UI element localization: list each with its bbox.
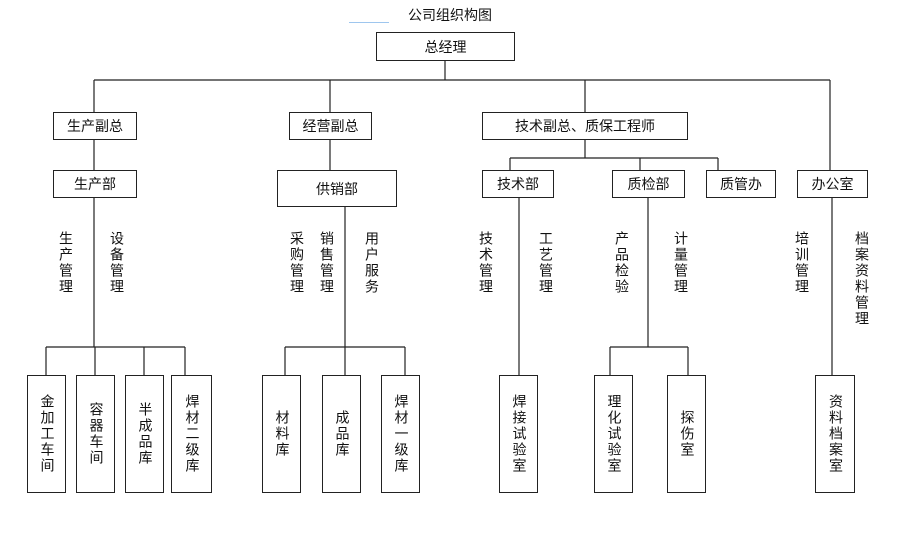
general-manager-box: 总经理: [376, 32, 515, 61]
production-dept-box: 生产部: [53, 170, 137, 198]
sales-dept-box: 供销部: [277, 170, 397, 207]
unit-box: 半成品库: [125, 375, 164, 493]
unit-box: 资料档案室: [815, 375, 855, 493]
function-label: 技术管理: [477, 231, 493, 295]
tech-vp-box: 技术副总、质保工程师: [482, 112, 688, 140]
function-label: 培训管理: [793, 231, 809, 295]
unit-box: 容器车间: [76, 375, 115, 493]
tech-dept-box: 技术部: [482, 170, 554, 198]
function-label: 工艺管理: [537, 231, 553, 295]
function-label: 销售管理: [318, 231, 334, 295]
unit-box: 焊材一级库: [381, 375, 420, 493]
function-label: 采购管理: [288, 231, 304, 295]
unit-box: 焊接试验室: [499, 375, 538, 493]
unit-box: 材料库: [262, 375, 301, 493]
business-vp-box: 经营副总: [289, 112, 372, 140]
function-label: 产品检验: [613, 231, 629, 295]
production-vp-box: 生产副总: [53, 112, 137, 140]
qc-dept-box: 质检部: [612, 170, 685, 198]
unit-box: 理化试验室: [594, 375, 633, 493]
unit-box: 金加工车间: [27, 375, 66, 493]
function-label: 档案资料管理: [853, 231, 869, 327]
unit-box: 焊材二级库: [171, 375, 212, 493]
unit-box: 探伤室: [667, 375, 706, 493]
chart-title: 公司组织构图: [408, 8, 492, 24]
title-underline: [349, 22, 389, 23]
admin-office-box: 办公室: [797, 170, 868, 198]
function-label: 用户服务: [363, 231, 379, 295]
unit-box: 成品库: [322, 375, 361, 493]
function-label: 设备管理: [108, 231, 124, 295]
function-label: 生产管理: [57, 231, 73, 295]
function-label: 计量管理: [672, 231, 688, 295]
quality-office-box: 质管办: [706, 170, 776, 198]
